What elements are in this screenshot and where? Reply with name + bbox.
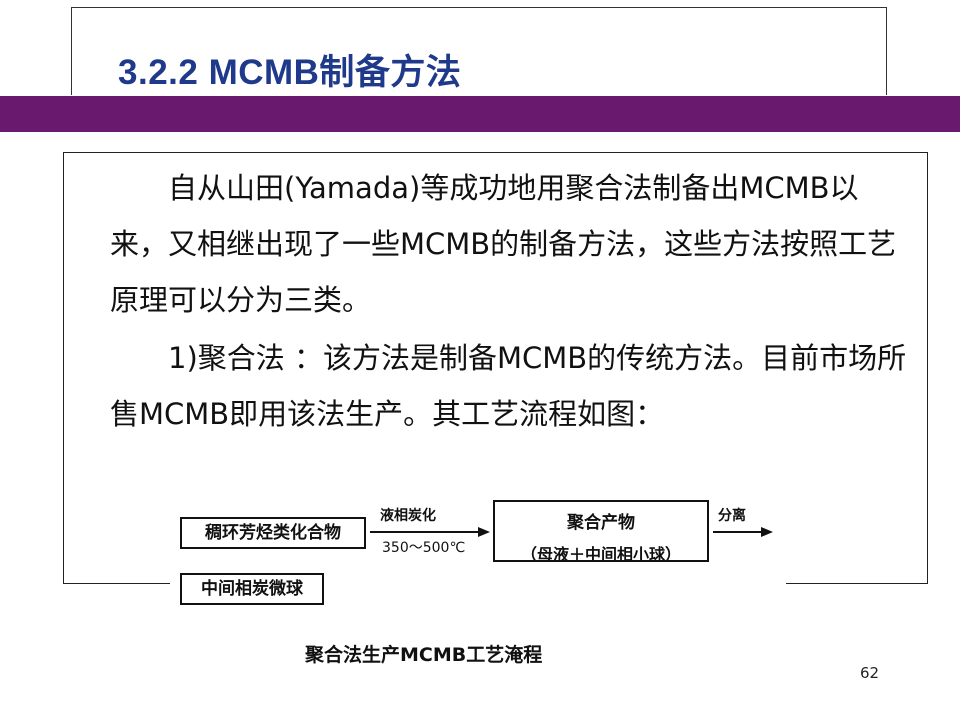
arrow-right-icon (713, 527, 773, 537)
carbonization-label: 液相炭化 (380, 508, 436, 524)
polymer-product-detail: （母液＋中间相小球） (520, 545, 681, 564)
slide-title: 3.2.2 MCMB制备方法 (118, 53, 462, 92)
frame-gap (170, 578, 786, 590)
figure-caption: 聚合法生产MCMB工艺淹程 (305, 644, 543, 666)
title-frame (71, 7, 887, 95)
mesocarbon-microbead-box: 中间相炭微球 (180, 573, 324, 605)
temperature-label: 350～500℃ (382, 540, 466, 556)
paragraph-intro: 自从山田(Yamada)等成功地用聚合法制备出MCMB以来，又相继出现了一些MC… (110, 171, 897, 317)
paragraph-polymerization: 1)聚合法 ：该方法是制备MCMB的传统方法。目前市场所售MCMB即用该法生产。… (110, 341, 907, 431)
polymer-product-box: 聚合产物 （母液＋中间相小球） (493, 500, 709, 564)
source-material-box: 稠环芳烃类化合物 (180, 517, 366, 549)
process-flow-diagram: 稠环芳烃类化合物 液相炭化 350～500℃ 聚合产物 （母液＋中间相小球） 分… (170, 495, 790, 607)
separation-label: 分离 (718, 508, 746, 524)
page-number: 62 (860, 664, 880, 682)
header-band (0, 96, 960, 132)
content-frame (63, 152, 928, 584)
arrow-right-icon (370, 527, 490, 537)
polymer-product-title: 聚合产物 (567, 513, 635, 533)
